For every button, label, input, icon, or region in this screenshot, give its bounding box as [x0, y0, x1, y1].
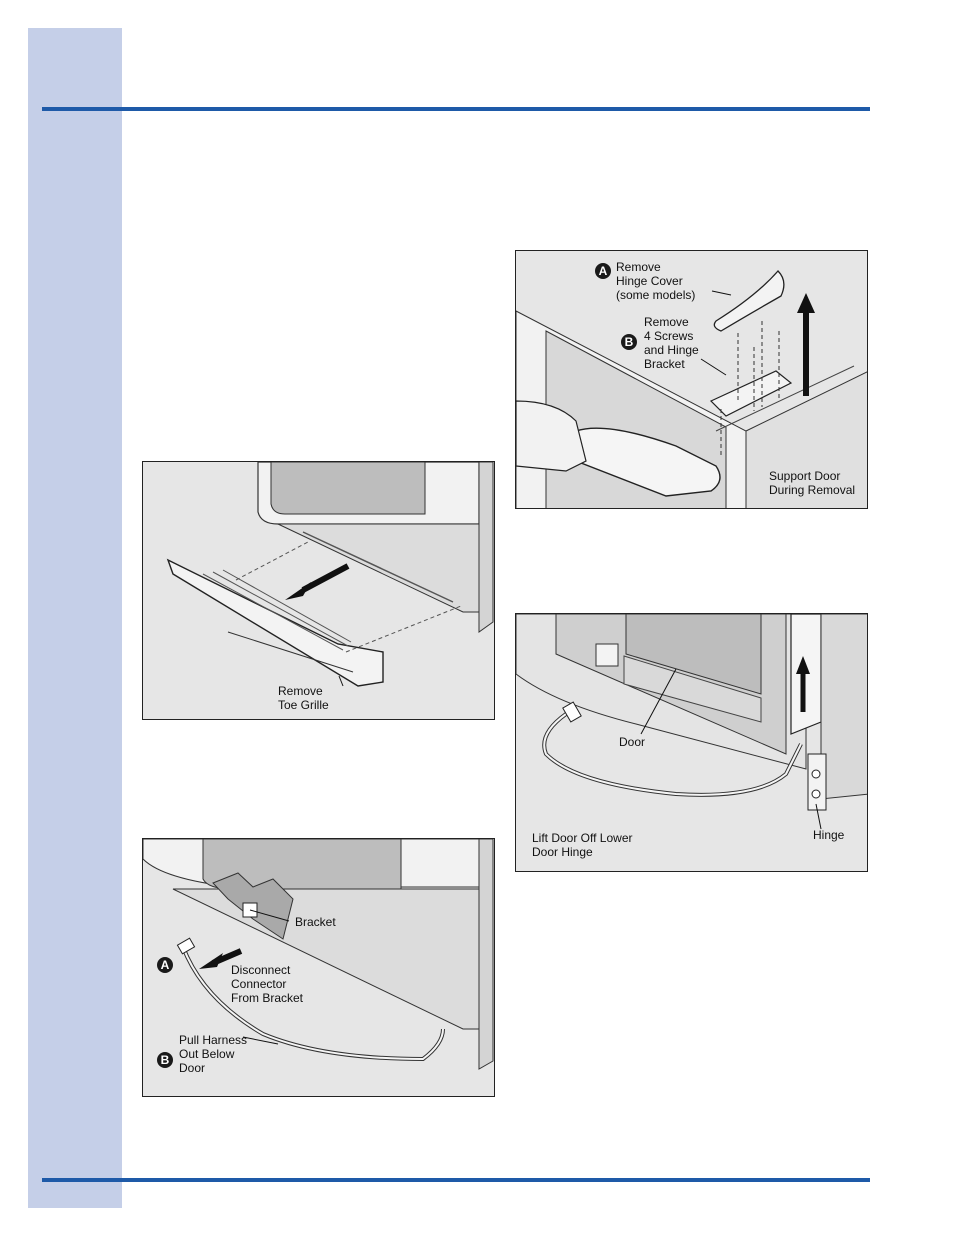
badge-a: A	[157, 957, 173, 973]
label-support-door: Support Door During Removal	[769, 469, 855, 497]
footer-rule	[42, 1178, 870, 1182]
figure-remove-toe-grille: Remove Toe Grille	[142, 461, 495, 720]
badge-b: B	[157, 1052, 173, 1068]
label-remove-toe-grille: Remove Toe Grille	[278, 684, 329, 712]
toe-grille-illustration	[143, 462, 495, 720]
label-hinge: Hinge	[813, 828, 844, 842]
badge-b: B	[621, 334, 637, 350]
figure-lift-door: Door Hinge Lift Door Off Lower Door Hing…	[515, 613, 868, 872]
label-bracket: Bracket	[295, 915, 336, 929]
label-door: Door	[619, 735, 645, 749]
label-disconnect-connector: Disconnect Connector From Bracket	[231, 963, 303, 1005]
badge-a: A	[595, 263, 611, 279]
figure-remove-hinge-cover: A Remove Hinge Cover (some models) B Rem…	[515, 250, 868, 509]
label-remove-screws: Remove 4 Screws and Hinge Bracket	[644, 315, 699, 371]
page-sidebar-band	[28, 28, 122, 1208]
figure-disconnect-harness: Bracket A Disconnect Connector From Brac…	[142, 838, 495, 1097]
label-pull-harness: Pull Harness Out Below Door	[179, 1033, 247, 1075]
label-remove-hinge-cover: Remove Hinge Cover (some models)	[616, 260, 695, 302]
header-rule	[42, 107, 870, 111]
label-lift-door: Lift Door Off Lower Door Hinge	[532, 831, 633, 859]
